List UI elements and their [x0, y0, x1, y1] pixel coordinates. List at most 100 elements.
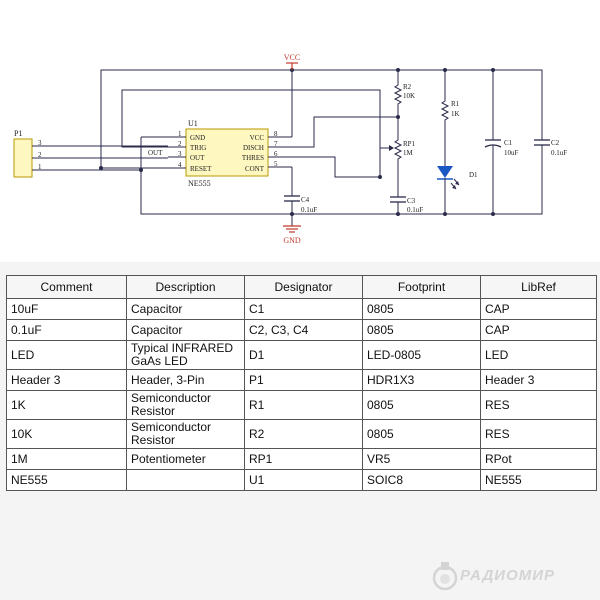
u1-pin-num: 7: [274, 140, 278, 148]
cell-libref: CAP: [480, 298, 597, 320]
u1-ne555: U1 NE555 1 2 3 4 GND TRIG OUT RESET 8 7 …: [168, 119, 292, 188]
junction-dot: [396, 68, 400, 72]
junction-dot: [290, 212, 294, 216]
cell-footprint: SOIC8: [362, 469, 481, 491]
junction-dot: [396, 212, 400, 216]
u1-pin-num: 1: [178, 130, 182, 138]
cell-comment: LED: [6, 340, 127, 370]
cell-comment: 1K: [6, 390, 127, 420]
table-row: LED Typical INFRARED GaAs LED D1 LED-080…: [6, 340, 597, 370]
cell-designator: R2: [244, 419, 363, 449]
p1-ref: P1: [14, 129, 22, 138]
r2-ref: R2: [403, 83, 412, 91]
p1-header: P1 3 2 1: [13, 129, 51, 178]
cell-comment: 1M: [6, 448, 127, 470]
u1-pin-num: 8: [274, 130, 278, 138]
bom-header-row: Comment Description Designator Footprint…: [6, 275, 597, 299]
cell-libref: RPot: [480, 448, 597, 470]
u1-pin-num: 5: [274, 160, 278, 168]
u1-pin-name: RESET: [190, 165, 212, 173]
bom-table: Comment Description Designator Footprint…: [6, 275, 597, 491]
cell-comment: 10K: [6, 419, 127, 449]
p1-pin-3: 3: [38, 139, 42, 147]
net-out-label: OUT: [148, 149, 163, 157]
u1-pin-name: CONT: [245, 165, 265, 173]
u1-pin-name: THRES: [242, 154, 264, 162]
junction-dot: [443, 68, 447, 72]
u1-pin-name: DISCH: [243, 144, 264, 152]
r2-resistor: R2 10K: [393, 82, 415, 106]
r2-value: 10K: [403, 92, 415, 100]
u1-pin-name: OUT: [190, 154, 205, 162]
cell-libref: LED: [480, 340, 597, 370]
cell-libref: NE555: [480, 469, 597, 491]
u1-pin-num: 4: [178, 161, 182, 169]
vcc-symbol: VCC: [284, 53, 300, 70]
watermark-text: РАДИОМИР: [460, 567, 556, 584]
u1-pin-name: GND: [190, 134, 205, 142]
cell-description: Typical INFRARED GaAs LED: [126, 340, 245, 370]
r1-ref: R1: [451, 100, 460, 108]
cell-comment: 0.1uF: [6, 319, 127, 341]
u1-part: NE555: [188, 179, 211, 188]
vcc-label: VCC: [284, 53, 300, 62]
p1-pin-1: 1: [38, 163, 42, 171]
trig-loop: [121, 89, 381, 178]
rp1-value: 1M: [403, 149, 414, 157]
cell-comment: Header 3: [6, 369, 127, 391]
junction-dot: [491, 68, 495, 72]
cell-description: Header, 3-Pin: [126, 369, 245, 391]
u1-ref: U1: [188, 119, 198, 128]
cell-footprint: HDR1X3: [362, 369, 481, 391]
junction-dot: [443, 212, 447, 216]
u1-pin-num: 3: [178, 150, 182, 158]
u1-pin-num: 2: [178, 140, 182, 148]
cell-comment: NE555: [6, 469, 127, 491]
table-row: 1K Semiconductor Resistor R1 0805 RES: [6, 390, 597, 420]
gnd-label: GND: [283, 236, 301, 245]
junction-dot: [396, 115, 400, 119]
cell-designator: C1: [244, 298, 363, 320]
col-header-libref: LibRef: [480, 275, 597, 299]
c1-value: 10uF: [504, 149, 519, 157]
u1-pin-name: TRIG: [190, 144, 206, 152]
c1-ref: C1: [504, 139, 513, 147]
cell-designator: U1: [244, 469, 363, 491]
d1-led: D1: [437, 166, 478, 190]
u1-pin-num: 6: [274, 150, 278, 158]
watermark-logo: РАДИОМИР: [430, 558, 600, 594]
junction-dot: [491, 212, 495, 216]
cell-footprint: 0805: [362, 319, 481, 341]
cell-libref: RES: [480, 390, 597, 420]
table-row: 10uF Capacitor C1 0805 CAP: [6, 298, 597, 320]
cell-designator: D1: [244, 340, 363, 370]
c3-capacitor: C3 0.1uF: [390, 193, 423, 214]
cell-description: Capacitor: [126, 319, 245, 341]
table-row: 0.1uF Capacitor C2, C3, C4 0805 CAP: [6, 319, 597, 341]
cell-footprint: LED-0805: [362, 340, 481, 370]
cell-libref: CAP: [480, 319, 597, 341]
cell-description: Semiconductor Resistor: [126, 390, 245, 420]
c4-value: 0.1uF: [301, 206, 317, 214]
c2-capacitor: C2 0.1uF: [534, 137, 567, 157]
cell-footprint: VR5: [362, 448, 481, 470]
disch-wire: [292, 116, 399, 148]
rp1-potentiometer: RP1 1M: [379, 137, 416, 177]
junction-dot: [99, 166, 103, 170]
cell-description: Semiconductor Resistor: [126, 419, 245, 449]
table-row: Header 3 Header, 3-Pin P1 HDR1X3 Header …: [6, 369, 597, 391]
gnd-symbol: GND: [283, 225, 301, 245]
c3-value: 0.1uF: [407, 206, 423, 214]
cell-footprint: 0805: [362, 298, 481, 320]
vcc-rail: [100, 69, 543, 154]
cell-designator: R1: [244, 390, 363, 420]
table-row: 1M Potentiometer RP1 VR5 RPot: [6, 448, 597, 470]
r1-value: 1K: [451, 110, 460, 118]
d1-ref: D1: [469, 171, 478, 179]
col-header-comment: Comment: [6, 275, 127, 299]
col-header-designator: Designator: [244, 275, 363, 299]
table-row: 10K Semiconductor Resistor R2 0805 RES: [6, 419, 597, 449]
cell-designator: RP1: [244, 448, 363, 470]
cell-footprint: 0805: [362, 419, 481, 449]
table-row: NE555 U1 SOIC8 NE555: [6, 469, 597, 491]
